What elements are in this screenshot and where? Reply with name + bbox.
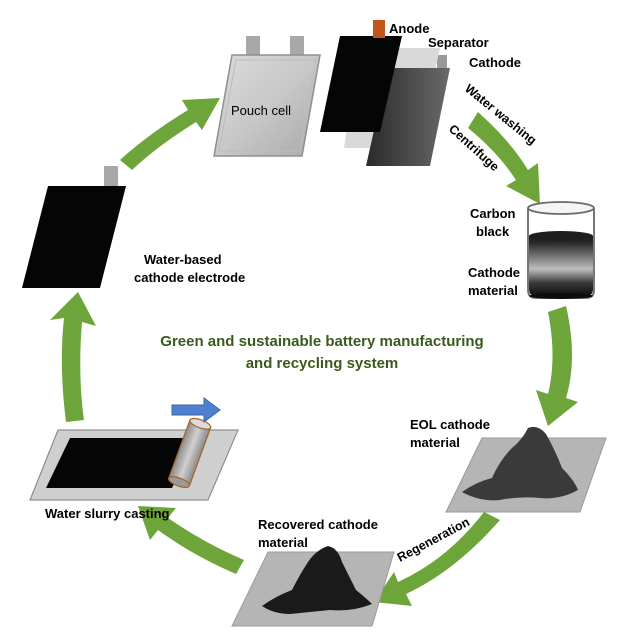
water-slurry-casting-label: Water slurry casting (45, 506, 170, 521)
pouch-body (213, 54, 321, 157)
arrow-electrode-to-pouch (120, 98, 220, 170)
center-title-line1: Green and sustainable battery manufactur… (160, 333, 483, 350)
arrow-casting-to-electrode (50, 292, 96, 422)
cathode-material-label-1: Cathode (468, 265, 520, 280)
water-based-label-2: cathode electrode (134, 270, 245, 285)
arrow-recovered-to-casting (138, 506, 244, 574)
electrode-stack (320, 20, 450, 166)
carbon-black-label-1: Carbon (470, 206, 516, 221)
eol-cathode-material (445, 426, 607, 513)
eol-powder-pile (462, 426, 578, 501)
pouch-cell-label: Pouch cell (231, 103, 291, 118)
cathode-label: Cathode (469, 55, 521, 70)
eol-label-2: material (410, 435, 460, 450)
water-based-electrode (22, 166, 126, 288)
anode-tab (373, 20, 385, 38)
beaker (527, 201, 595, 299)
electrode-sheet (22, 186, 126, 288)
water-based-label-1: Water-based (144, 252, 222, 267)
cathode-tab (437, 55, 447, 71)
recovered-label-1: Recovered cathode (258, 517, 378, 532)
arrow-eol-to-recovered (374, 512, 500, 606)
recovered-powder-pile (262, 546, 372, 614)
recovered-cathode-material (231, 546, 395, 627)
cathode-material-label-2: material (468, 283, 518, 298)
casting-roller (167, 417, 212, 488)
arrow-cell-to-beaker (468, 112, 540, 204)
pouch-tab-left (246, 36, 260, 58)
anode-label: Anode (389, 21, 429, 36)
pouch-tab-right (290, 36, 304, 58)
eol-label-1: EOL cathode (410, 417, 490, 432)
center-title-line2: and recycling system (246, 355, 399, 372)
slurry-casting (29, 397, 239, 501)
push-direction-arrow (171, 397, 221, 423)
anode-sheet (320, 36, 402, 132)
pouch-cell (213, 36, 321, 157)
electrode-tab (104, 166, 118, 188)
carbon-black-label-2: black (476, 224, 510, 239)
separator-label: Separator (428, 35, 489, 50)
cycle-arrows (50, 98, 578, 606)
beaker-contents (529, 236, 593, 296)
recovered-label-2: material (258, 535, 308, 550)
arrow-beaker-to-eol (536, 306, 578, 426)
casting-electrode-film (46, 438, 196, 488)
